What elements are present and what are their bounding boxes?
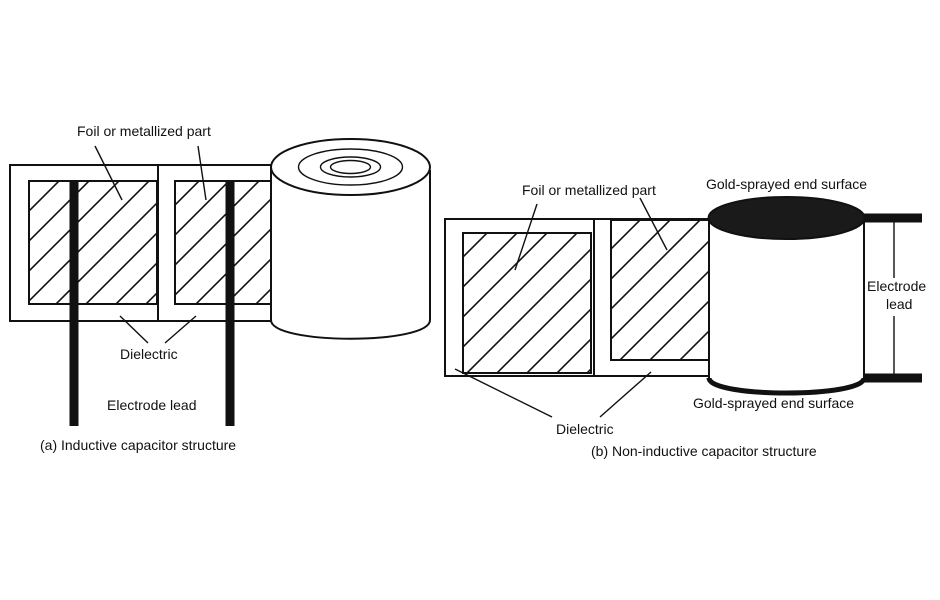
foil-label-a: Foil or metallized part — [77, 123, 211, 139]
dielectric-label-b: Dielectric — [556, 421, 614, 437]
gold-sprayed-end-top — [707, 196, 866, 240]
foil-hatch-b2 — [611, 220, 709, 360]
gold-sprayed-end-bottom — [706, 376, 867, 396]
foil-hatch-a2 — [175, 181, 271, 304]
foil-hatch-b1 — [463, 233, 591, 373]
panel-b-non-inductive: Foil or metallized part Gold-sprayed end… — [444, 176, 926, 459]
dielectric-label-a: Dielectric — [120, 346, 178, 362]
rolled-capacitor-cylinder-b — [706, 196, 867, 396]
electrode-lead-label-a: Electrode lead — [107, 397, 197, 413]
panel-a-inductive: Foil or metallized part Dielectric Elect… — [9, 123, 431, 453]
caption-b: (b) Non-inductive capacitor structure — [591, 443, 817, 459]
gold-top-label-b: Gold-sprayed end surface — [706, 176, 867, 192]
foil-label-b: Foil or metallized part — [522, 182, 656, 198]
gold-bottom-label-b: Gold-sprayed end surface — [693, 395, 854, 411]
electrode-lead-label-b-line2: lead — [886, 296, 912, 312]
foil-region-a1 — [28, 180, 158, 305]
rolled-capacitor-cylinder-a — [270, 138, 431, 340]
electrode-lead-label-b-line1: Electrode — [867, 278, 926, 294]
caption-a: (a) Inductive capacitor structure — [40, 437, 236, 453]
